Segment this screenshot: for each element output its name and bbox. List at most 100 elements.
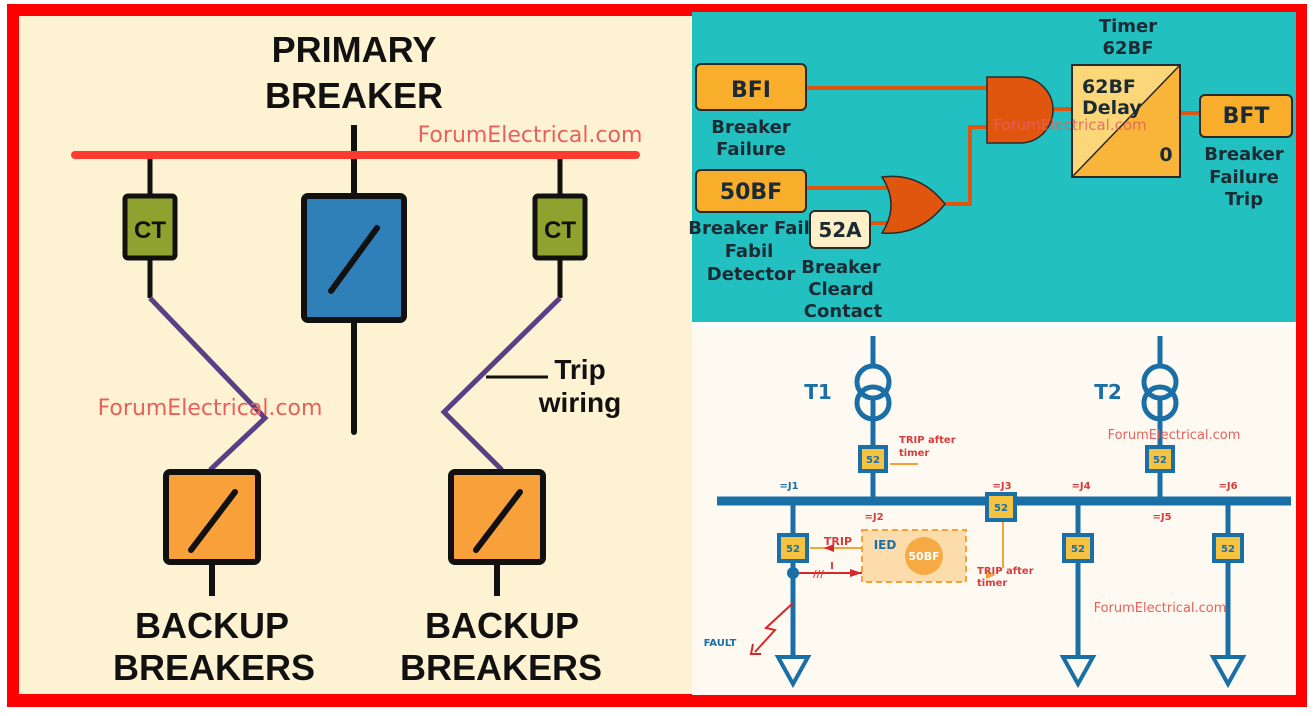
- watermark-sld-top: ForumElectrical.com: [1108, 428, 1241, 443]
- fault-bolt-icon: [754, 602, 794, 653]
- t1-winding-lower: [854, 384, 892, 422]
- backup-right-label-line1: BACKUP: [425, 605, 579, 646]
- trip-wiring-label-line1: Trip: [554, 354, 605, 385]
- bft-caption-line1: Breaker: [1204, 144, 1284, 165]
- relay-50bf-icon: [905, 537, 943, 575]
- breaker-j4-label: 52: [1071, 544, 1085, 555]
- node-j2-label: =J2: [864, 512, 883, 523]
- load-j6-icon: [1209, 655, 1247, 689]
- t2-label: T2: [1094, 380, 1122, 404]
- contact-52a-block: [809, 210, 871, 249]
- bft-label: BFT: [1223, 104, 1270, 129]
- breaker-j1-box: [777, 533, 809, 563]
- contact-caption-line3: Contact: [804, 301, 883, 322]
- t1-label: T1: [804, 380, 832, 404]
- load-j4-icon: [1059, 655, 1097, 689]
- load-j1-icon: [774, 655, 812, 689]
- timer-outline: [1071, 64, 1181, 178]
- left-backup-breaker-contact-icon: [188, 489, 238, 553]
- bft-block: [1199, 94, 1293, 138]
- timer-diagonal: [1071, 64, 1181, 178]
- contact-52a-label: 52A: [818, 218, 862, 242]
- ied-label: IED: [874, 538, 897, 552]
- ct-triple-slash: ///: [813, 569, 824, 580]
- node-j5-label: =J5: [1152, 512, 1171, 523]
- or-gate-icon: [880, 175, 946, 234]
- timer-inner-line1: 62BF: [1082, 76, 1136, 98]
- detector-caption-line3: Detector: [707, 264, 796, 285]
- current-symbol: I: [830, 561, 834, 572]
- trip-after-timer-top-line2: timer: [899, 448, 929, 459]
- left-backup-breaker-box: [163, 469, 261, 565]
- trip-after-timer-bottom-line1: TRIP after: [977, 566, 1034, 577]
- breaker-t1-box: [858, 445, 888, 473]
- relay-50bf-label: 50BF: [908, 550, 939, 563]
- trip-after-timer-top-line1: TRIP after: [899, 435, 956, 446]
- breaker-t1: 52: [858, 445, 888, 473]
- single-line-diagram: T1 T2 /// I TRIP IED 50BF: [704, 336, 1291, 689]
- node-j6-label: =J6: [1218, 481, 1237, 492]
- detector-caption-line2: Fabil: [725, 241, 774, 262]
- breaker-j6-box: [1212, 533, 1244, 563]
- breaker-j4-box: [1062, 533, 1094, 563]
- trip-signal-j3-arrow: [986, 571, 996, 579]
- right-ct-label: CT: [544, 217, 576, 244]
- timer-reset-value: 0: [1159, 144, 1172, 166]
- timer-inner-line2: Delay: [1082, 97, 1142, 119]
- contact-caption-line2: Cleard: [808, 279, 874, 300]
- watermark-sld-bottom: ForumElectrical.com: [1094, 601, 1227, 616]
- breaker-t2-label: 52: [1153, 455, 1167, 466]
- trip-signal-j1-arrow: [824, 544, 834, 552]
- watermark-logic: ForumElectrical.com: [993, 116, 1146, 134]
- backup-left-label-line1: BACKUP: [135, 605, 289, 646]
- current-signal-arrow: [850, 569, 862, 577]
- primary-breaker-contact-icon: [328, 225, 380, 294]
- bfi-caption-line2: Failure: [716, 139, 786, 160]
- breaker-j1-label: 52: [786, 544, 800, 555]
- detector-caption-line1: Breaker Fail: [688, 218, 810, 239]
- watermark-left-mid: ForumElectrical.com: [98, 396, 323, 421]
- timer-title-line1: Timer: [1099, 16, 1157, 37]
- left-ct-label: CT: [134, 217, 166, 244]
- primary-title-line2: BREAKER: [265, 75, 443, 116]
- primary-title-line1: PRIMARY: [272, 29, 437, 70]
- detector-50bf-block: [695, 169, 807, 213]
- detector-50bf-label: 50BF: [720, 180, 782, 205]
- node-j3-label: =J3: [992, 481, 1011, 492]
- t2-winding-lower: [1141, 384, 1179, 422]
- fault-label: FAULT: [704, 638, 737, 649]
- watermark-left-top: ForumElectrical.com: [418, 123, 643, 148]
- bft-caption-line3: Trip: [1225, 189, 1263, 210]
- fault-arrowhead-icon: [749, 643, 761, 655]
- node-j4-label: =J4: [1071, 481, 1090, 492]
- breaker-j1: 52: [777, 533, 809, 563]
- bft-caption-line2: Failure: [1209, 167, 1279, 188]
- breaker-j3-label: 52: [994, 503, 1008, 514]
- trip-wiring-label-line2: wiring: [538, 387, 621, 418]
- breaker-t1-label: 52: [866, 455, 880, 466]
- trip-label: TRIP: [824, 535, 852, 548]
- backup-right-label-line2: BREAKERS: [400, 647, 602, 688]
- contact-caption-line1: Breaker: [801, 257, 881, 278]
- left-diagram: PRIMARY BREAKER ForumElectrical.com CT C…: [71, 29, 643, 688]
- trip-after-timer-bottom-line2: timer: [977, 578, 1007, 589]
- breaker-j4: 52: [1062, 533, 1094, 563]
- right-trip-wiring: [440, 296, 562, 472]
- right-backup-breaker-box: [448, 469, 546, 565]
- timer-title-line2: 62BF: [1102, 38, 1153, 59]
- ct-node-j1: [787, 567, 799, 579]
- breaker-j3: 52: [985, 492, 1017, 522]
- breaker-j6-label: 52: [1221, 544, 1235, 555]
- logic-diagram: BFI Breaker Failure 50BF Breaker Fail Fa…: [688, 16, 1293, 322]
- bfi-block: [695, 63, 807, 111]
- panel-divider: [692, 322, 1296, 327]
- node-j1-label: =J1: [779, 481, 798, 492]
- and-gate-icon: [986, 76, 1054, 144]
- wire-or-and: [945, 125, 988, 206]
- breaker-t2-box: [1145, 445, 1175, 473]
- backup-left-label-line2: BREAKERS: [113, 647, 315, 688]
- bfi-label: BFI: [731, 78, 771, 103]
- breaker-j3-box: [985, 492, 1017, 522]
- left-trip-wiring: [148, 296, 269, 472]
